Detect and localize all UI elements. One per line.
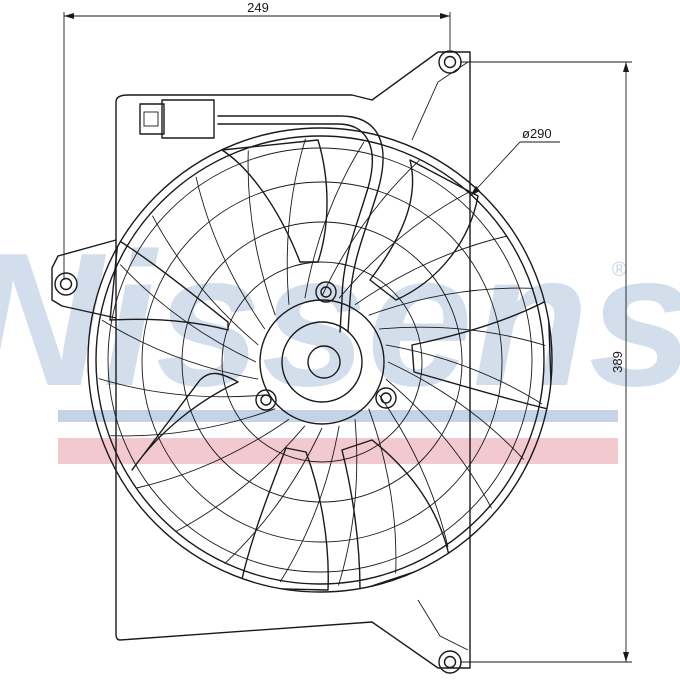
guard-spoke — [195, 176, 266, 330]
connector-housing — [161, 99, 215, 139]
left-mount-tab — [51, 239, 117, 319]
guard-spoke — [338, 419, 358, 586]
guard-spoke — [304, 141, 365, 299]
guard-spoke — [354, 235, 508, 306]
shroud-back-plate — [115, 51, 471, 669]
hub-bolt-right — [375, 387, 397, 409]
width-dimension-label: 249 — [247, 0, 269, 15]
watermark-logo-text: Nissens — [0, 214, 680, 426]
dimension-lines: 249 389 ø290 — [63, 0, 632, 663]
guard-spoke — [136, 418, 290, 489]
hub-bolt-top — [315, 281, 337, 303]
watermark-registered-mark: ® — [612, 259, 627, 281]
diameter-dimension-label: ø290 — [522, 126, 552, 141]
guard-spoke — [379, 326, 546, 346]
connector-body — [139, 103, 165, 135]
guard-spoke — [387, 361, 525, 460]
guard-ring — [221, 261, 423, 463]
wire-harness — [139, 99, 384, 333]
guard-spoke — [338, 192, 469, 299]
blade-4 — [341, 439, 451, 591]
guard-spoke — [110, 408, 276, 437]
guard-spoke — [247, 150, 276, 316]
guard-spoke — [152, 215, 259, 346]
blade-5 — [239, 447, 329, 591]
guard-spoke — [279, 425, 340, 583]
guard-spoke — [385, 378, 492, 509]
watermark-blue-band — [58, 410, 618, 422]
blade-1 — [221, 139, 328, 263]
wire-cable — [217, 115, 384, 333]
guard-spoke — [368, 408, 397, 574]
guard-spoke — [368, 287, 534, 316]
guard-spoke — [175, 425, 306, 532]
guard-ring — [181, 221, 463, 503]
blade-7 — [109, 239, 229, 331]
guard-spoke — [321, 159, 420, 297]
hub-bolt-left — [255, 389, 277, 411]
guard-ring — [141, 181, 503, 543]
guard-spokes — [98, 138, 546, 586]
guard-spoke — [98, 378, 265, 398]
guard-spoke — [286, 138, 306, 305]
fan-outer-ring — [87, 127, 553, 593]
guard-spoke — [224, 427, 323, 565]
guard-spoke — [378, 394, 449, 548]
height-dimension-label: 389 — [610, 351, 625, 373]
fan-blades — [109, 139, 552, 591]
guard-spoke — [119, 264, 257, 363]
guard-spoke — [385, 344, 543, 405]
hub-outer — [259, 299, 385, 425]
motor-hub — [255, 281, 397, 425]
blade-6 — [131, 372, 239, 471]
blade-2 — [369, 159, 479, 301]
mount-hole-bottom-right — [438, 650, 462, 674]
mount-hole-left — [54, 272, 78, 296]
guard-spoke — [101, 319, 259, 380]
mounting-holes — [54, 50, 462, 674]
hub-center — [307, 345, 341, 379]
mount-hole-top-right — [438, 50, 462, 74]
watermark: Nissens ® — [0, 214, 680, 464]
blade-3 — [411, 299, 552, 411]
